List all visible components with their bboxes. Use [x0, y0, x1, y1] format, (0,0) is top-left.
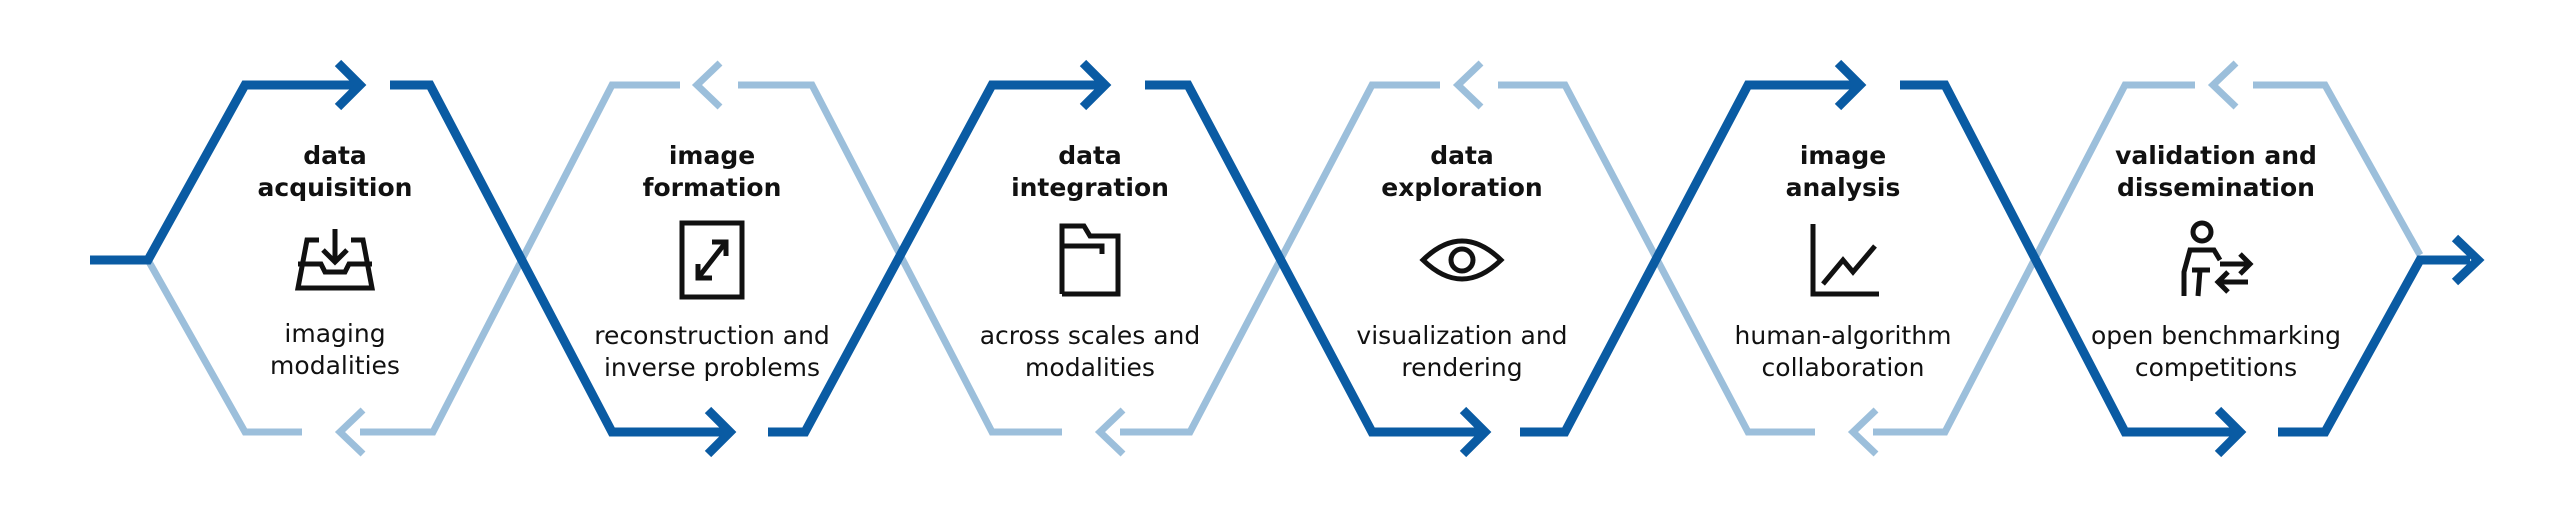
line-chart-icon	[1810, 224, 1879, 297]
person-exchange-icon	[2181, 220, 2254, 297]
folder-icon	[1059, 223, 1121, 297]
inbox-download-icon	[295, 229, 375, 291]
eye-icon	[1419, 238, 1505, 282]
dark-strand	[90, 59, 2485, 458]
expand-arrows-icon	[679, 220, 745, 300]
